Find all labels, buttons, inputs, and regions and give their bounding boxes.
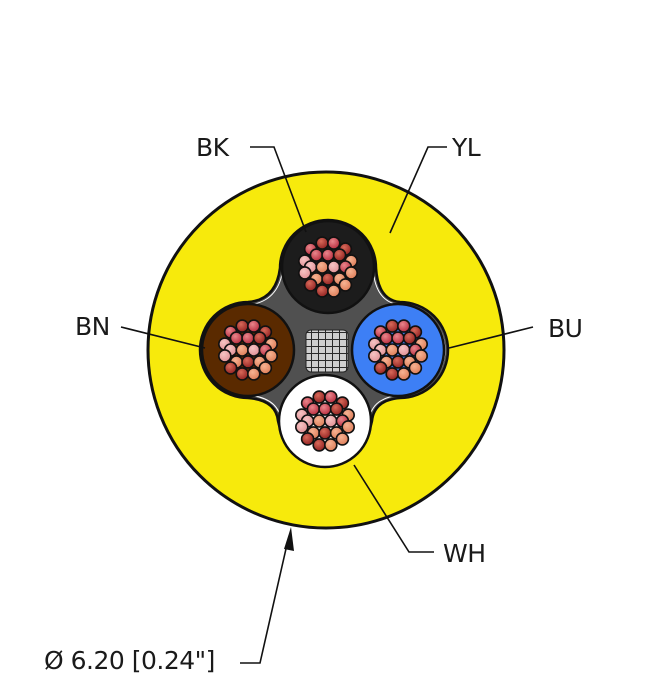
strand — [379, 331, 394, 345]
strand — [303, 278, 318, 292]
strand — [323, 438, 338, 452]
strand — [341, 420, 355, 434]
strand — [309, 248, 324, 262]
strand — [318, 402, 332, 416]
leader-bn — [120, 326, 206, 349]
leader-bu — [448, 326, 534, 349]
strand — [323, 390, 338, 404]
strand — [223, 361, 238, 375]
leader-lines — [120, 146, 534, 664]
conductor-bk — [280, 219, 376, 315]
strand — [252, 331, 267, 345]
conductor-bu — [350, 302, 446, 398]
label-diameter: Ø 6.20 [0.24"] — [44, 646, 215, 675]
conductor-wh — [277, 373, 373, 469]
strand — [323, 414, 338, 428]
strand — [335, 432, 350, 446]
strand — [264, 349, 278, 363]
strand — [246, 343, 261, 357]
strand — [312, 390, 327, 404]
strand — [385, 343, 400, 357]
strand — [391, 355, 405, 369]
strand — [414, 349, 428, 363]
label-bk: BK — [196, 133, 229, 162]
label-bn: BN — [75, 312, 110, 341]
strand — [344, 266, 358, 280]
leader-wh — [353, 464, 434, 553]
strand — [241, 355, 255, 369]
strand — [391, 331, 405, 345]
strand — [312, 414, 327, 428]
strand — [396, 343, 411, 357]
strand — [235, 343, 250, 357]
arrow-icon — [284, 527, 294, 551]
strand — [338, 278, 353, 292]
conductor-bn — [200, 302, 296, 398]
strand — [229, 331, 244, 345]
strand — [235, 367, 250, 381]
strand — [235, 319, 250, 333]
strand — [373, 361, 388, 375]
strand — [295, 420, 309, 434]
leader-diameter — [240, 539, 289, 664]
strand — [315, 236, 330, 250]
strand — [326, 236, 341, 250]
strand — [332, 248, 347, 262]
leader-bk — [250, 146, 307, 233]
strand — [326, 260, 341, 274]
label-wh: WH — [443, 539, 486, 568]
strand — [385, 367, 400, 381]
strand — [246, 319, 261, 333]
strand — [246, 367, 261, 381]
leader-yl — [389, 146, 447, 234]
strand — [385, 319, 400, 333]
strand — [300, 432, 315, 446]
strand — [241, 331, 255, 345]
strand — [218, 349, 232, 363]
strand — [408, 361, 423, 375]
strand — [318, 426, 332, 440]
strand — [315, 260, 330, 274]
strand — [315, 284, 330, 298]
strand — [312, 438, 327, 452]
strand — [321, 272, 335, 286]
strand — [368, 349, 382, 363]
center-filler — [305, 329, 349, 373]
strand — [326, 284, 341, 298]
conductors — [200, 219, 446, 469]
strand — [396, 367, 411, 381]
strand — [329, 402, 344, 416]
label-bu: BU — [548, 314, 583, 343]
strand — [321, 248, 335, 262]
strand — [402, 331, 417, 345]
strand — [306, 402, 321, 416]
label-yl: YL — [452, 133, 481, 162]
strand — [258, 361, 273, 375]
strand — [396, 319, 411, 333]
strand — [298, 266, 312, 280]
